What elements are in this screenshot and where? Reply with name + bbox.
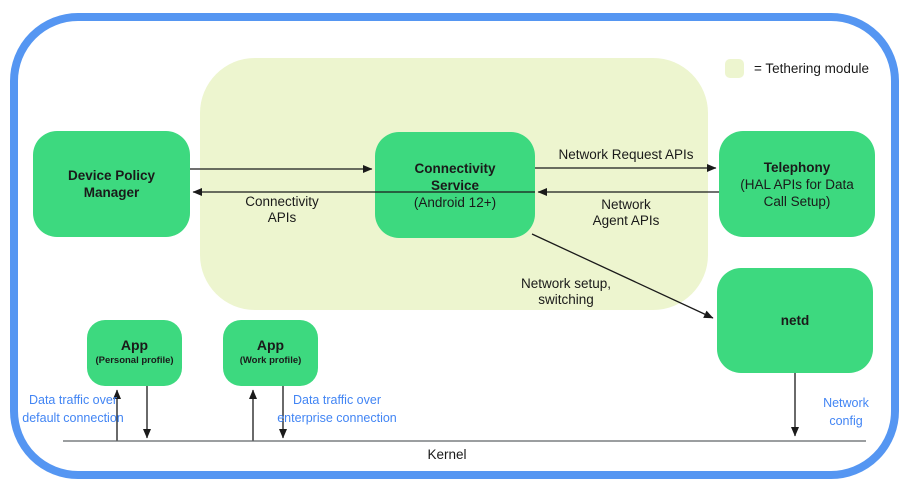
label-kernel: Kernel [427,447,467,462]
node-title: Connectivity Service [414,160,496,193]
diagram-outer-border [10,13,899,479]
label-network-agent-apis: Network Agent APIs [592,197,660,228]
node-subtitle: (HAL APIs for Data Call Setup) [740,176,854,209]
node-title: netd [780,313,810,328]
node-subtitle: (Android 12+) [413,194,497,210]
label-data-traffic-default: Data traffic over default connection [22,393,124,425]
node-connectivity-service: Connectivity Service (Android 12+) [375,132,535,238]
node-title: App [256,337,285,353]
tethering-module-swatch [725,59,744,78]
node-subtitle: (Personal profile) [95,355,174,366]
label-network-config: Network config [823,396,869,428]
node-app-work-profile: App (Work profile) [223,320,318,386]
label-network-setup-switching: Network setup, switching [520,276,612,307]
node-title: Device Policy Manager [67,168,156,200]
label-network-request-apis: Network Request APIs [558,147,694,162]
legend: = Tethering module [725,59,869,78]
label-data-traffic-enterprise: Data traffic over enterprise connection [277,393,397,425]
label-connectivity-apis: Connectivity APIs [245,194,319,225]
legend-label: = Tethering module [754,61,869,76]
node-title: Telephony [763,159,831,175]
node-device-policy-manager: Device Policy Manager [33,131,190,237]
node-telephony: Telephony (HAL APIs for Data Call Setup) [719,131,875,237]
node-app-personal-profile: App (Personal profile) [87,320,182,386]
node-title: App [120,337,149,353]
node-netd: netd [717,268,873,373]
node-subtitle: (Work profile) [239,355,302,366]
